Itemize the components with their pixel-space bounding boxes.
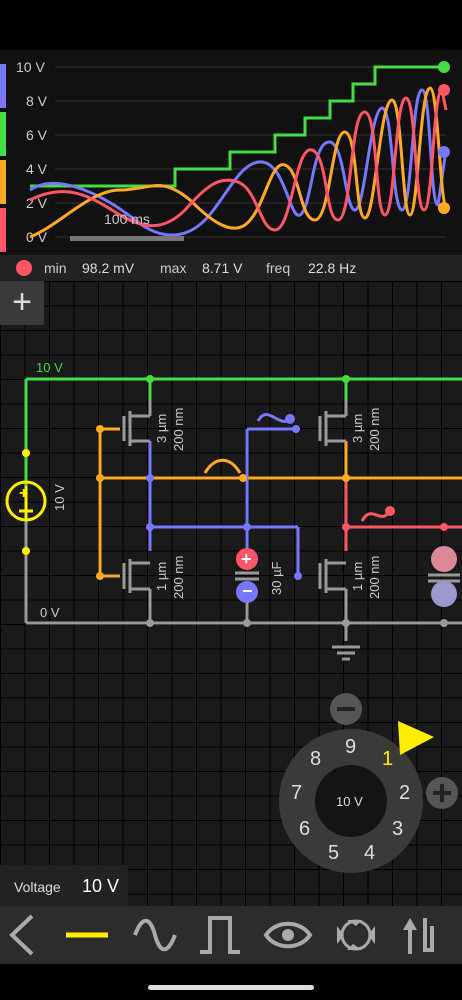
right-capacitor[interactable]	[428, 546, 460, 607]
measurement-bar: min 98.2 mV max 8.71 V freq 22.8 Hz	[0, 255, 462, 281]
freq-value: 22.8 Hz	[308, 260, 357, 276]
source-voltage-label: 10 V	[52, 484, 67, 511]
orange-endpoint	[438, 202, 450, 214]
t4-width-label: 1 µm	[350, 562, 365, 591]
t2-width-label: 1 µm	[154, 562, 169, 591]
swap-icon[interactable]	[403, 918, 434, 954]
dial-number-9[interactable]: 9	[345, 736, 356, 758]
red-series-marker[interactable]	[0, 208, 6, 252]
y-label-8: 8 V	[26, 93, 48, 109]
dial-number-6[interactable]: 6	[299, 818, 310, 840]
t1-width-label: 3 µm	[154, 414, 169, 443]
time-label: 100 ms	[104, 211, 150, 227]
time-scale-bar[interactable]	[70, 236, 184, 241]
scope-svg: 10 V 8 V 6 V 4 V 2 V 0 V 100 ms	[0, 59, 450, 252]
top-rail[interactable]	[24, 377, 462, 486]
svg-text:+: +	[19, 485, 28, 502]
dial-number-7[interactable]: 7	[291, 782, 302, 804]
t1-length-label: 200 nm	[171, 408, 186, 451]
voltage-readout: Voltage 10 V	[0, 865, 128, 906]
home-indicator-area	[0, 964, 462, 1000]
back-icon[interactable]	[9, 914, 34, 956]
square-wave-icon[interactable]	[200, 916, 240, 954]
home-indicator[interactable]	[148, 985, 314, 990]
bottom-rail-label: 0 V	[40, 605, 60, 620]
dial-number-5[interactable]: 5	[328, 842, 339, 864]
blue-trace	[29, 88, 448, 237]
dial-number-1[interactable]: 1	[382, 748, 393, 770]
svg-text:+: +	[241, 549, 252, 569]
red-endpoint	[438, 84, 450, 96]
max-label: max	[160, 260, 187, 276]
t2-length-label: 200 nm	[171, 556, 186, 599]
probe-color-dot[interactable]	[16, 260, 32, 276]
capacitor[interactable]: + −	[235, 548, 259, 603]
pmos-transistor-1[interactable]	[122, 401, 152, 446]
orange-net[interactable]	[98, 427, 462, 578]
green-endpoint	[438, 61, 450, 73]
voltage-value: 10 V	[82, 876, 120, 896]
t4-length-label: 200 nm	[367, 556, 382, 599]
circuit-canvas[interactable]: + − + 10 V 0 V 10 V 3 µm	[0, 281, 462, 906]
sine-icon[interactable]	[133, 918, 177, 952]
t3-length-label: 200 nm	[367, 408, 382, 451]
green-series-marker[interactable]	[0, 112, 6, 156]
t3-width-label: 3 µm	[350, 414, 365, 443]
dial-number-8[interactable]: 8	[310, 748, 321, 770]
bottom-toolbar	[0, 906, 462, 964]
dial-number-2[interactable]: 2	[399, 782, 410, 804]
y-label-4: 4 V	[26, 161, 48, 177]
nmos-transistor-1[interactable]	[122, 559, 152, 601]
max-value: 8.71 V	[202, 260, 243, 276]
y-label-10: 10 V	[16, 59, 45, 75]
dial-number-4[interactable]: 4	[364, 842, 375, 864]
orange-series-marker[interactable]	[0, 160, 6, 204]
voltage-dial[interactable]: 10 V 1 2 3 4 5 6 7 8 9	[276, 691, 462, 881]
blue-series-marker[interactable]	[0, 64, 6, 108]
y-label-6: 6 V	[26, 127, 48, 143]
dial-number-3[interactable]: 3	[392, 818, 403, 840]
nmos-transistor-2[interactable]	[318, 559, 348, 601]
dial-center	[315, 765, 387, 837]
cycle-icon[interactable]	[337, 919, 375, 951]
svg-text:−: −	[242, 581, 253, 601]
capacitor-label: 30 µF	[269, 561, 284, 595]
min-value: 98.2 mV	[82, 260, 135, 276]
y-label-0: 0 V	[26, 229, 48, 245]
pmos-transistor-2[interactable]	[318, 401, 348, 446]
eye-icon[interactable]	[263, 921, 313, 949]
voltage-source[interactable]: +	[5, 480, 47, 522]
voltage-label: Voltage	[14, 879, 61, 895]
min-label: min	[44, 260, 67, 276]
dial-pointer-icon	[398, 721, 434, 755]
red-trace	[29, 88, 448, 232]
top-rail-label: 10 V	[36, 360, 63, 375]
dial-center-label: 10 V	[336, 794, 363, 809]
oscilloscope-panel[interactable]: 10 V 8 V 6 V 4 V 2 V 0 V 100 ms	[0, 50, 462, 255]
green-trace	[30, 65, 444, 188]
blue-endpoint	[438, 146, 450, 158]
add-component-button[interactable]: +	[0, 281, 44, 325]
freq-label: freq	[266, 260, 291, 276]
